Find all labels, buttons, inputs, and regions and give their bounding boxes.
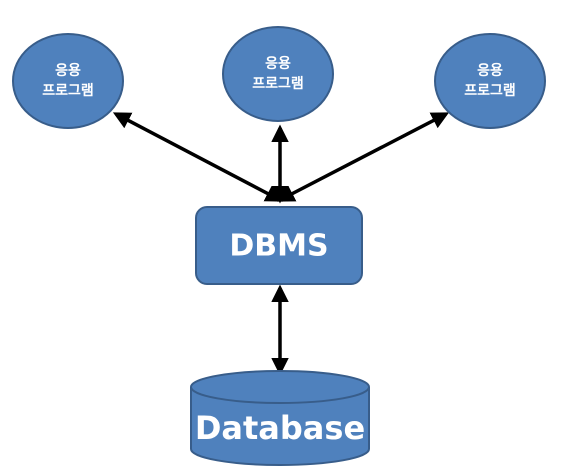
arrow-dbms-to-app-left [112, 112, 284, 202]
app-node-right: 응용 프로그램 [434, 33, 546, 129]
app-node-left-label-line1: 응용 [55, 63, 81, 79]
app-node-center: 응용 프로그램 [222, 26, 334, 122]
database-node-label: Database [195, 409, 365, 447]
app-node-right-label-line2: 프로그램 [464, 82, 516, 99]
app-node-center-label-line2: 프로그램 [252, 75, 304, 92]
database-cylinder-top [190, 370, 370, 404]
app-node-right-label-line1: 응용 [477, 63, 503, 79]
dbms-node-label: DBMS [229, 229, 328, 264]
dbms-node: DBMS [195, 206, 363, 285]
app-node-center-shape [222, 26, 334, 122]
app-node-center-label-line1: 응용 [265, 56, 291, 72]
app-node-right-shape [434, 33, 546, 129]
app-node-left-shape [12, 33, 124, 129]
database-node: Database [190, 370, 370, 466]
app-node-left-label-line2: 프로그램 [42, 82, 94, 99]
app-node-left: 응용 프로그램 [12, 33, 124, 129]
connectors [112, 112, 450, 376]
dbms-node-shape [195, 206, 363, 285]
database-cylinder-body [190, 387, 370, 466]
arrow-dbms-to-app-right [276, 112, 450, 202]
